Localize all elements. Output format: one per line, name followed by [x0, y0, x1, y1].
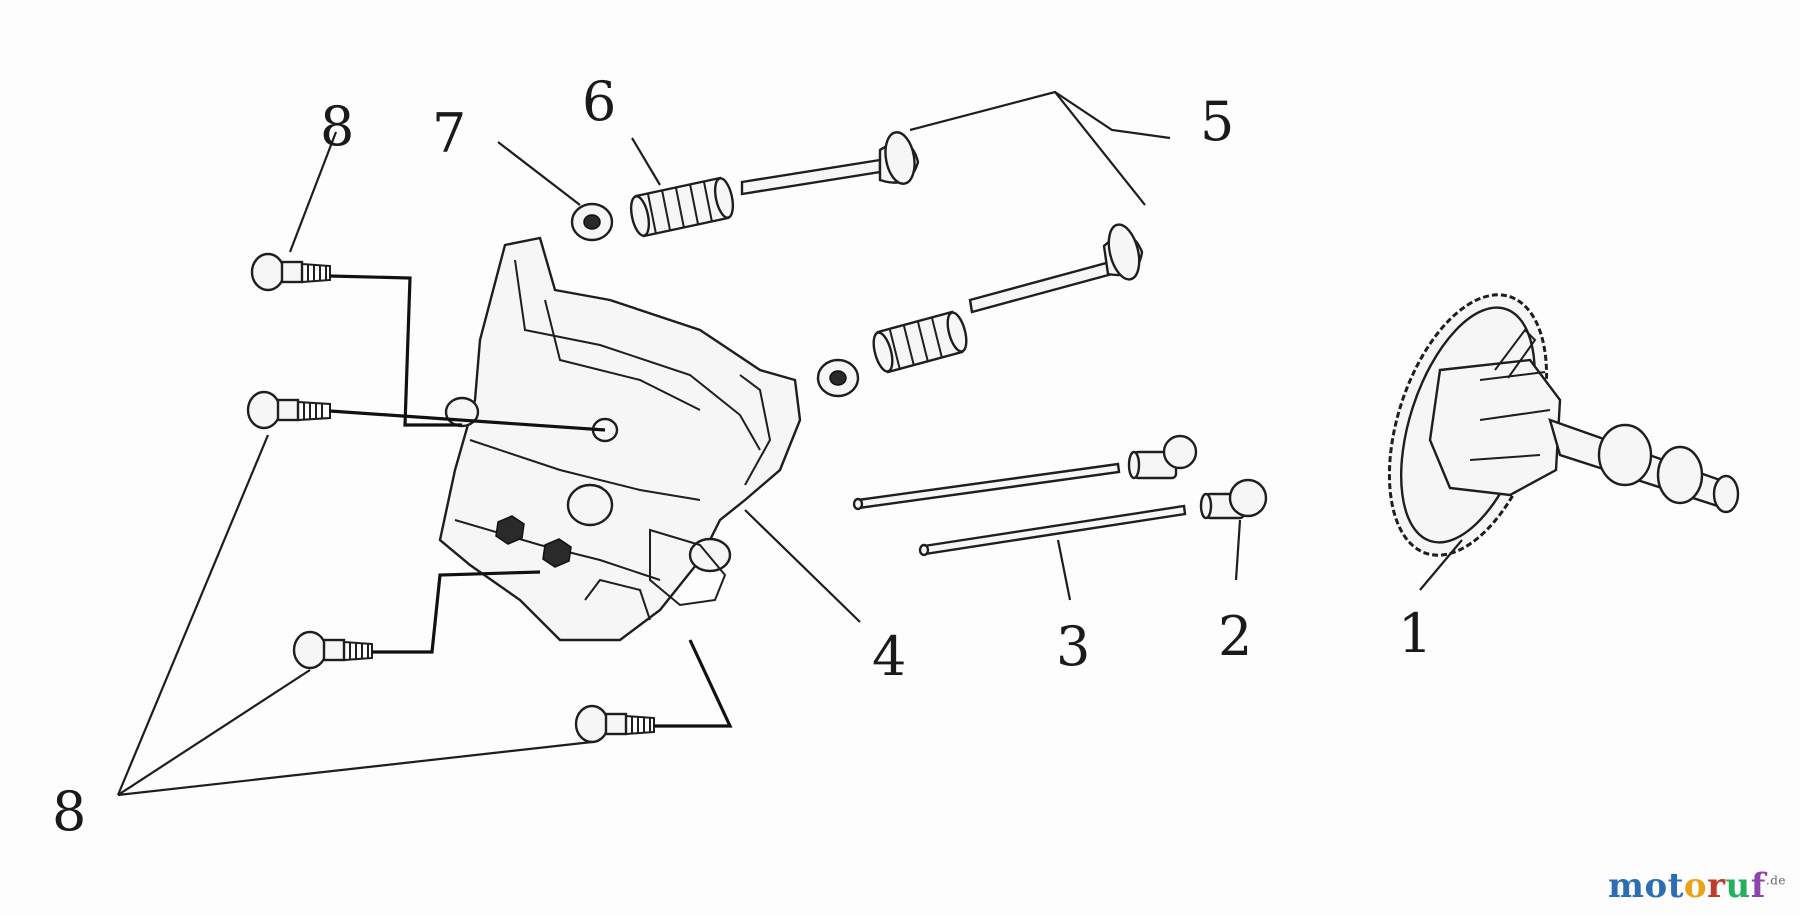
flange-bolt-4: [574, 704, 655, 744]
valve-upper: [740, 131, 920, 196]
logo-part-1: mot: [1608, 866, 1684, 906]
tappet-upper: [1127, 434, 1198, 480]
logo-suffix: .de: [1765, 873, 1786, 888]
callout-3: 3: [1056, 615, 1090, 678]
spring-retainer-upper: [570, 202, 614, 242]
callout-4: 4: [872, 625, 906, 688]
callout-2: 2: [1218, 605, 1252, 668]
camshaft-gear-assembly: [1387, 293, 1740, 557]
watermark-logo: motoruf.de: [1608, 866, 1786, 906]
push-rod-lower: [918, 504, 1187, 557]
flange-bolt-2: [246, 390, 331, 430]
flange-bolt-1: [250, 252, 331, 292]
logo-part-4: u: [1725, 866, 1751, 906]
callout-8-top: 8: [320, 95, 354, 158]
callout-6: 6: [582, 70, 616, 133]
logo-part-2: o: [1683, 866, 1708, 906]
spring-retainer-lower: [816, 358, 860, 398]
logo-part-3: r: [1707, 866, 1726, 906]
valve-spring-upper: [629, 176, 735, 238]
valve-spring-lower: [872, 310, 968, 374]
logo-part-5: f: [1750, 866, 1766, 906]
push-rod-upper: [852, 462, 1121, 511]
callout-7: 7: [432, 102, 466, 165]
tappet-lower: [1199, 478, 1268, 520]
leader-lines: [116, 90, 1463, 797]
flange-bolt-3: [292, 630, 373, 670]
callout-8-bottom: 8: [52, 780, 86, 843]
callout-1: 1: [1398, 602, 1432, 665]
cylinder-head: [438, 236, 802, 642]
callout-5: 5: [1200, 90, 1234, 153]
valve-lower: [968, 223, 1144, 314]
